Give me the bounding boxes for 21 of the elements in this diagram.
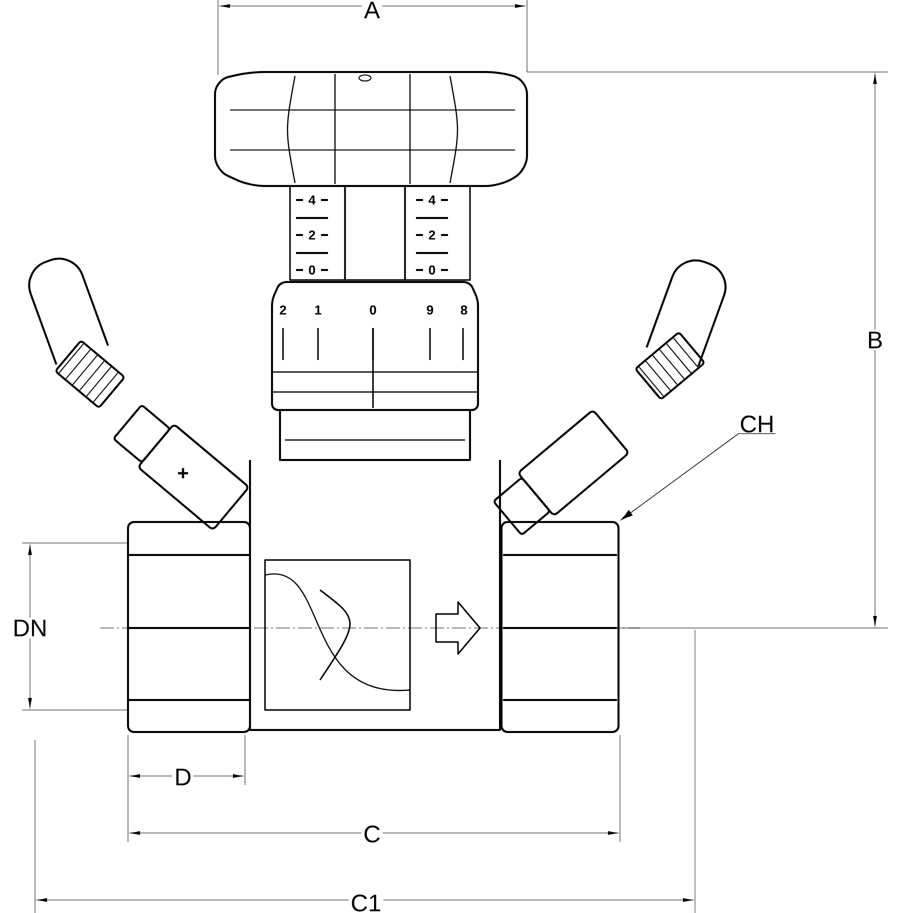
dial-number: 8 — [460, 305, 468, 315]
scale-number: 2 — [308, 230, 316, 240]
dial-number: 1 — [315, 306, 322, 314]
dimension-label: A — [362, 0, 382, 20]
dimension-label: C — [361, 824, 383, 844]
dimension-label: B — [865, 330, 885, 350]
scale-number: 0 — [308, 265, 316, 275]
dial-number: 2 — [280, 305, 286, 315]
dimension-label: DN — [10, 618, 50, 638]
leader-line — [620, 433, 739, 520]
dimension-label: C1 — [348, 892, 384, 913]
scale-number: 2 — [428, 230, 436, 240]
hex-end — [500, 521, 620, 733]
dimension-label: D — [172, 766, 194, 788]
dimension-label: CH — [740, 416, 772, 432]
dial-number: 9 — [426, 305, 434, 315]
scale-number: 0 — [428, 265, 436, 275]
scale-number: 4 — [308, 196, 316, 204]
plus-sign: + — [178, 468, 188, 478]
dial-number: 0 — [370, 305, 376, 315]
scale-number: 4 — [428, 196, 436, 204]
